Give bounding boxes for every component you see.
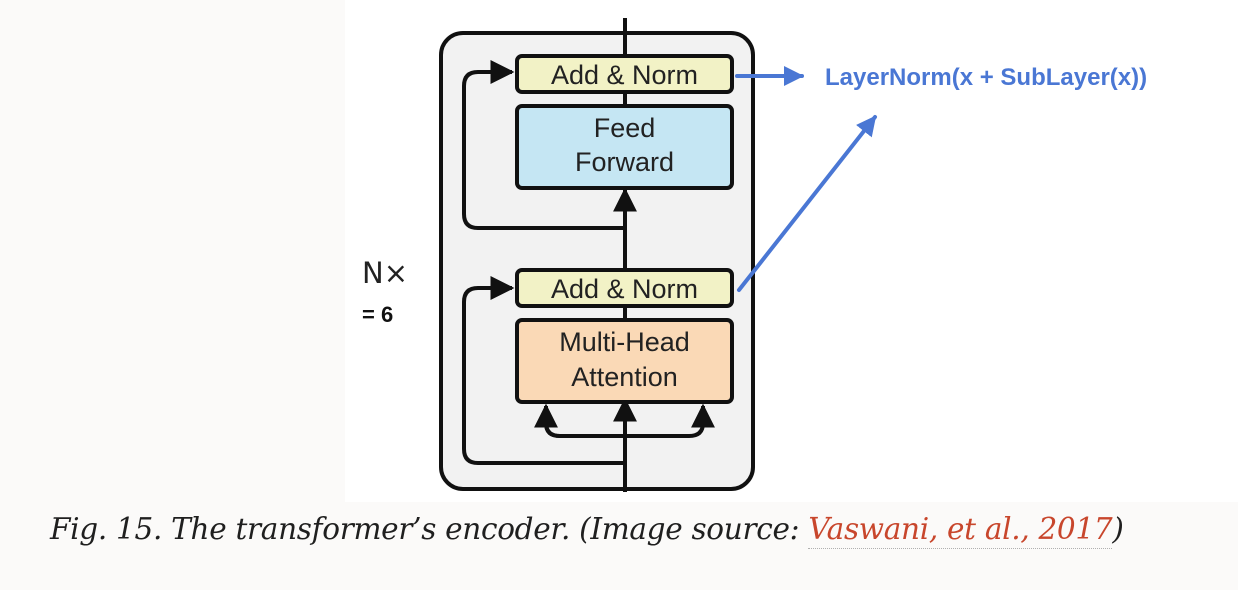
- feed-forward-label-line2: Forward: [575, 147, 674, 177]
- residual-connection-top: [462, 60, 625, 230]
- add-norm-bottom-block: [515, 268, 734, 308]
- figure-caption: Fig. 15. The transformer’s encoder. (Ima…: [50, 512, 1124, 549]
- multi-head-attention-label-line2: Attention: [571, 362, 678, 392]
- layernorm-formula: LayerNorm(x + SubLayer(x)): [825, 64, 1147, 91]
- add-norm-bottom-label: Add & Norm: [551, 274, 698, 304]
- encoder-layer-container: [439, 31, 755, 491]
- feed-forward-label-line1: Feed: [594, 113, 656, 143]
- source-link[interactable]: Vaswani, et al., 2017: [808, 512, 1113, 549]
- add-norm-top-block: [515, 54, 734, 94]
- feed-forward-block: [515, 104, 734, 190]
- caption-suffix: ): [1112, 512, 1124, 546]
- attention-input-fork-left: [534, 403, 561, 438]
- add-norm-top-label: Add & Norm: [551, 60, 698, 90]
- multi-head-attention-block: [515, 318, 734, 404]
- residual-connection-bottom: [462, 276, 625, 465]
- nx-value: = 6: [362, 302, 393, 327]
- multi-head-attention-label-line1: Multi-Head: [559, 327, 690, 357]
- caption-text: Fig. 15. The transformer’s encoder. (Ima…: [50, 512, 809, 546]
- annotation-arrow-bottom: [737, 115, 877, 292]
- encoder-diagram: Add & Norm Feed Forward Add & Norm Multi…: [362, 18, 1147, 492]
- nx-label: N×: [362, 256, 408, 290]
